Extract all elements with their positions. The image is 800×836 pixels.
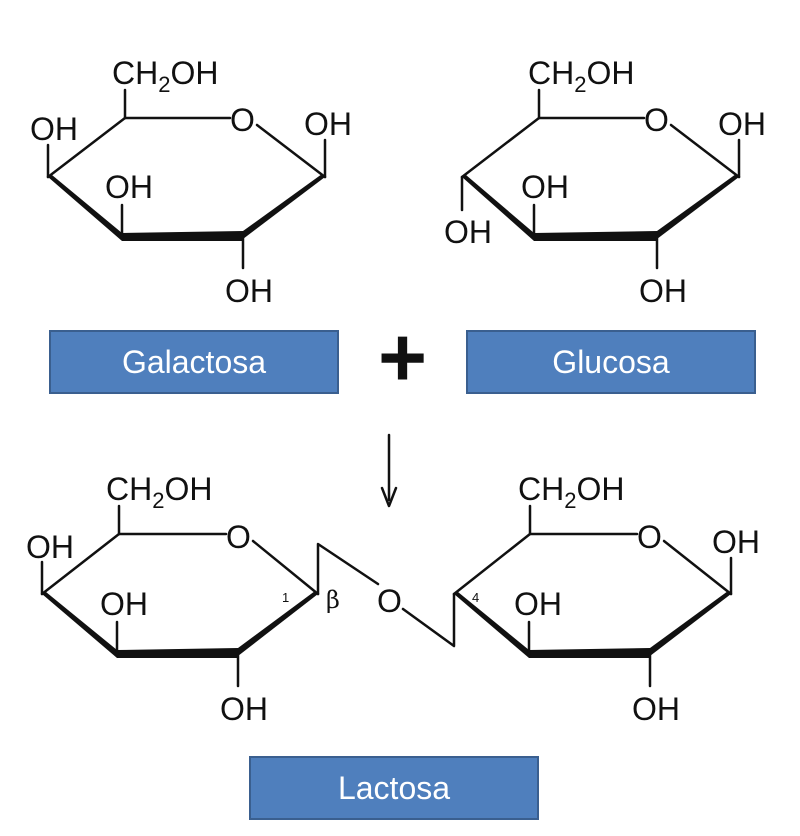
lactose-glc-c4-c5-bond (452, 532, 532, 596)
lactose-gal-oh-c2: OH (220, 691, 268, 727)
lactose-gal-ring-oxygen: O (226, 519, 251, 555)
glycosidic-bond-right (401, 592, 456, 648)
glucose-bold-c2c3 (534, 231, 657, 241)
galactose-structure: CH2OH O OH OH OH OH (30, 55, 352, 309)
lactose-structure: CH2OH O OH OH OH 1 β O 4 CH2OH O OH (26, 471, 760, 727)
lactose-glc-o-c1-bond (662, 539, 733, 596)
galactose-bold-c3c4 (48, 175, 122, 241)
lactose-glc-bold-c3c4 (454, 592, 529, 658)
lactose-glc-ring-oxygen: O (637, 519, 662, 555)
lactose-glc-ch2oh: CH2OH (518, 471, 624, 513)
plus-sign: + (378, 310, 427, 404)
glucose-oh-c1: OH (718, 106, 766, 142)
glucose-ring-oxygen: O (644, 102, 669, 138)
glycosidic-oxygen: O (377, 583, 402, 619)
lactose-glc-bold-c2c3 (529, 648, 650, 658)
galactose-bold-c2c3 (122, 231, 243, 241)
glucose-bold-c3c4 (462, 175, 534, 241)
lactose-gal-bold-c3c4 (42, 592, 117, 658)
lactose-gal-oh-c4: OH (26, 529, 74, 565)
glucose-c4-c5-bond (460, 116, 541, 179)
galactose-c4-c5-bond (46, 116, 127, 179)
galactose-ch2oh: CH2OH (112, 55, 218, 97)
lactose-glc-oh-c3: OH (514, 586, 562, 622)
reaction-arrow (380, 433, 398, 508)
glucose-label: Glucosa (466, 330, 756, 394)
lactose-label: Lactosa (249, 756, 539, 820)
glycosidic-bond-left (316, 542, 380, 596)
glucose-oh-c4: OH (444, 214, 492, 250)
galactose-oh-c1: OH (304, 106, 352, 142)
galactose-bold-c1c2 (243, 174, 325, 239)
glucose-oh-c2: OH (639, 273, 687, 309)
lactose-gal-ch2oh: CH2OH (106, 471, 212, 513)
lactose-gal-bold-c1c2 (238, 591, 318, 656)
galactose-oh-c4: OH (30, 111, 78, 147)
galactose-o-c1-bond (255, 123, 327, 179)
glucose-ch2oh: CH2OH (528, 55, 634, 97)
carbon-1-label: 1 (282, 590, 289, 605)
galactose-oh-c2: OH (225, 273, 273, 309)
glucose-oh-c3: OH (521, 169, 569, 205)
carbon-4-label: 4 (472, 590, 479, 605)
glucose-o-c1-bond (669, 123, 741, 179)
lactose-glc-bold-c1c2 (650, 591, 731, 656)
glucose-structure: CH2OH O OH OH OH OH (444, 55, 766, 309)
lactose-gal-o-c1-bond (251, 539, 320, 596)
beta-label: β (326, 586, 340, 614)
galactose-ring-oxygen: O (230, 102, 255, 138)
lactose-glc-oh-c1: OH (712, 524, 760, 560)
galactose-oh-c3: OH (105, 169, 153, 205)
lactose-gal-c4-c5-bond (40, 532, 121, 596)
galactose-label: Galactosa (49, 330, 339, 394)
lactose-gal-bold-c2c3 (117, 648, 238, 658)
lactose-glc-oh-c2: OH (632, 691, 680, 727)
lactose-gal-oh-c3: OH (100, 586, 148, 622)
glucose-bold-c1c2 (657, 174, 739, 239)
